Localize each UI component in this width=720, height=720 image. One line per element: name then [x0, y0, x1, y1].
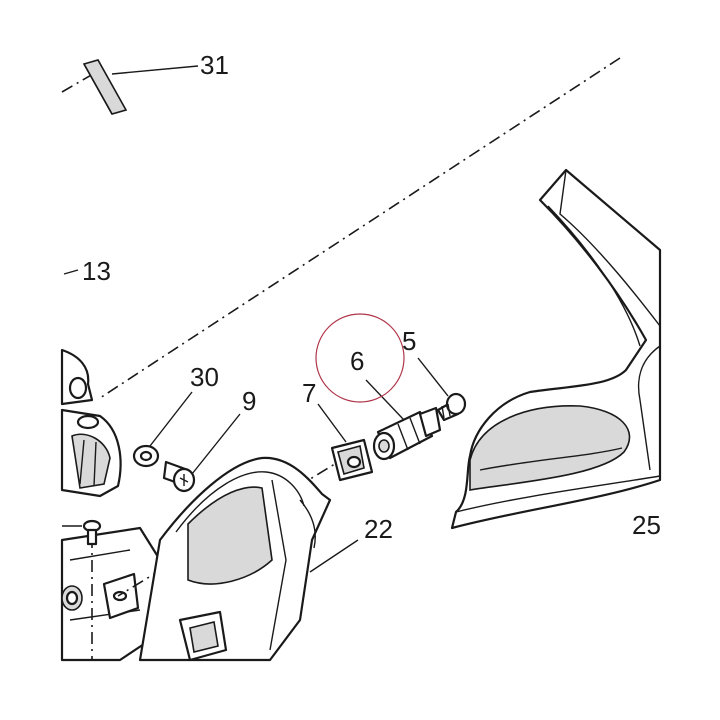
part-30-washer: [132, 444, 160, 468]
leader-13: [63, 269, 79, 275]
label-25: 25: [632, 510, 661, 540]
part-25-cover: [450, 168, 662, 530]
leader-31: [111, 65, 199, 75]
part-31-strip: [82, 59, 128, 115]
leader-5: [417, 357, 449, 397]
label-22: 22: [364, 514, 393, 544]
part-22-cover: [138, 456, 332, 662]
label-9: 9: [242, 386, 256, 416]
leader-30: [149, 391, 193, 447]
part-5-screw: [436, 392, 467, 422]
leader-9: [191, 413, 241, 475]
label-6: 6: [350, 346, 364, 376]
leader-7: [317, 403, 347, 443]
highlight-circle: [315, 313, 405, 403]
part-9-screw: [162, 460, 196, 493]
label-7: 7: [302, 378, 316, 408]
left-housing: [60, 348, 162, 662]
top-screw: [62, 519, 102, 660]
assembly-axis-main: [99, 57, 621, 399]
leader-22: [309, 539, 359, 573]
label-13: 13: [82, 256, 111, 286]
label-30: 30: [190, 362, 219, 392]
label-31: 31: [200, 50, 229, 80]
part-7-clip: [330, 438, 374, 482]
assembly-axis-side: [61, 69, 101, 93]
label-5: 5: [402, 326, 416, 356]
leader-6: [365, 379, 405, 421]
part-6-bushing: [372, 406, 442, 461]
